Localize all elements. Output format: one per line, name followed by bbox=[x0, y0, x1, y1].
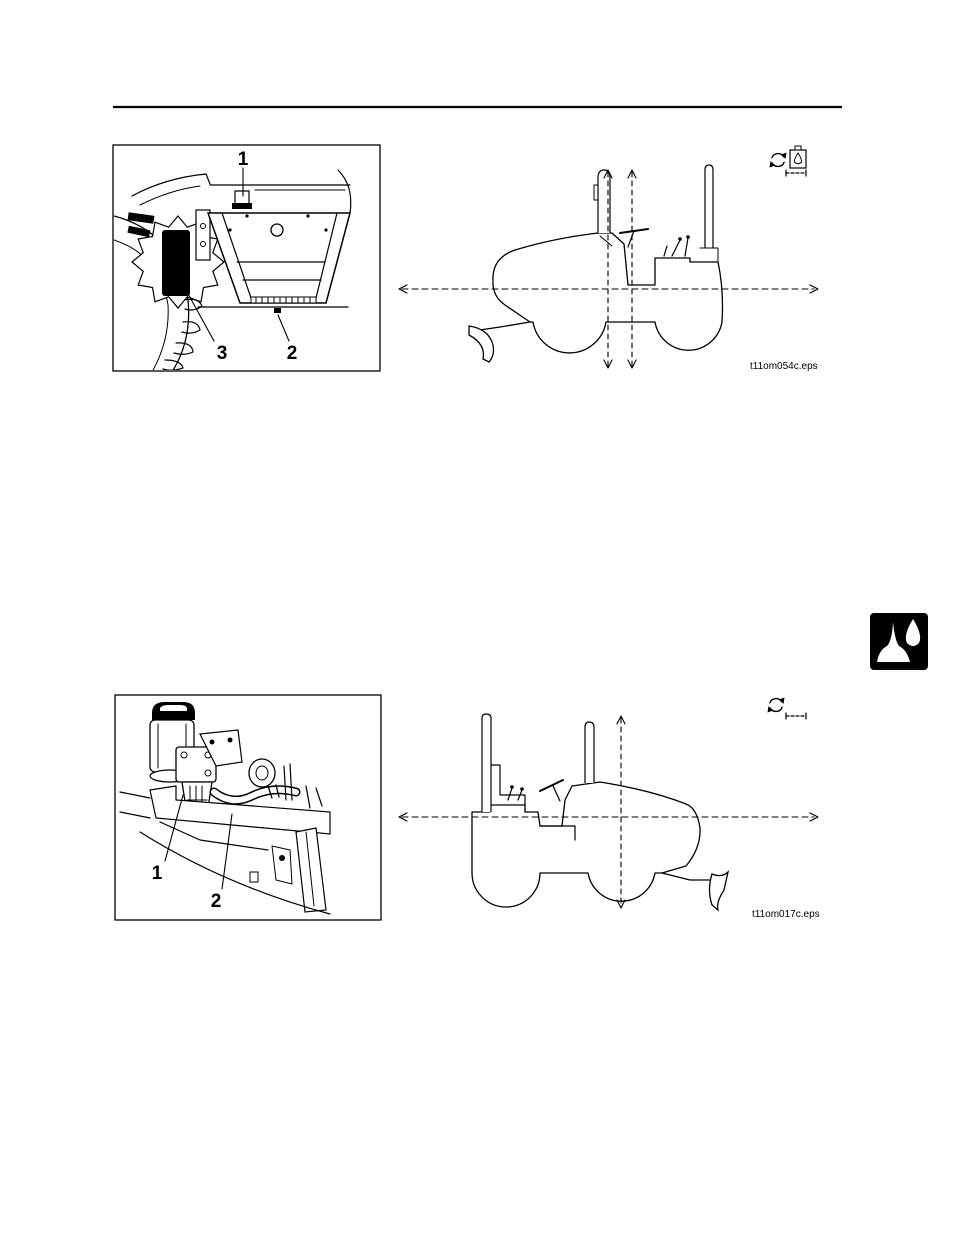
steering-wheel bbox=[540, 780, 563, 791]
fuel-tank-icon bbox=[790, 146, 806, 168]
figure-1-fuel-tank-illustration: 1 3 2 bbox=[113, 145, 380, 372]
filler-neck bbox=[235, 191, 249, 205]
dimension-line-icon bbox=[786, 713, 806, 719]
tank-gauge-cap bbox=[271, 224, 283, 236]
figure-1-caption: t11om054c.eps bbox=[750, 361, 818, 372]
post-bolt bbox=[279, 855, 285, 861]
rear-bracket bbox=[700, 248, 718, 262]
floor-step bbox=[540, 826, 575, 840]
lever-knob bbox=[686, 235, 690, 239]
figure-2-caption: t11om017c.eps bbox=[752, 909, 820, 920]
lever-knob bbox=[520, 787, 524, 791]
callout-1: 1 bbox=[152, 863, 163, 884]
dimension-line-icon bbox=[786, 170, 806, 176]
bracket-bolt bbox=[210, 740, 215, 745]
figure-2-fuel-filter-illustration: 1 2 bbox=[115, 695, 381, 920]
control-levers bbox=[664, 238, 688, 256]
bracket-bolt bbox=[201, 224, 206, 229]
fuel-filter-element bbox=[162, 230, 190, 296]
tank-side-bracket bbox=[196, 210, 210, 260]
tractor-location-diagram-1: t11om054c.eps bbox=[399, 146, 818, 372]
head-bolt bbox=[181, 752, 187, 758]
callout-3: 3 bbox=[217, 343, 228, 364]
tank-bottom-band bbox=[251, 297, 316, 303]
bracket-bolt bbox=[201, 242, 206, 247]
callout-1: 1 bbox=[238, 149, 249, 170]
rear-exhaust-stack bbox=[705, 165, 713, 248]
rotate-icon bbox=[770, 153, 787, 168]
front-exhaust-stack bbox=[585, 722, 594, 783]
rotate-icon bbox=[768, 698, 785, 713]
callout-2: 2 bbox=[211, 891, 222, 912]
tractor-body-outline bbox=[472, 782, 700, 907]
head-bolt bbox=[205, 770, 211, 776]
steering-column bbox=[553, 786, 560, 801]
small-fitting bbox=[250, 872, 258, 882]
drain-plug bbox=[274, 308, 281, 313]
tank-rivet bbox=[228, 228, 231, 231]
lever-knob bbox=[510, 785, 514, 789]
plow-arm bbox=[662, 873, 712, 880]
control-levers bbox=[508, 788, 522, 800]
section-tab bbox=[870, 613, 928, 670]
steering-column bbox=[628, 231, 634, 247]
plow-blade bbox=[469, 326, 494, 362]
cap-highlight bbox=[160, 705, 187, 711]
plow-blade bbox=[710, 872, 729, 910]
tank-rivet bbox=[306, 214, 309, 217]
lever-knob bbox=[678, 237, 682, 241]
callout-2: 2 bbox=[287, 343, 298, 364]
tractor-location-diagram-2: t11om017c.eps bbox=[399, 698, 820, 921]
rear-roll-bar bbox=[482, 714, 491, 812]
filler-cap bbox=[232, 203, 252, 209]
separator-cap bbox=[256, 766, 268, 780]
plow-arm bbox=[480, 322, 530, 330]
tank-rivet bbox=[245, 214, 248, 217]
bracket-bolt bbox=[228, 738, 233, 743]
tank-rivet bbox=[324, 228, 327, 231]
